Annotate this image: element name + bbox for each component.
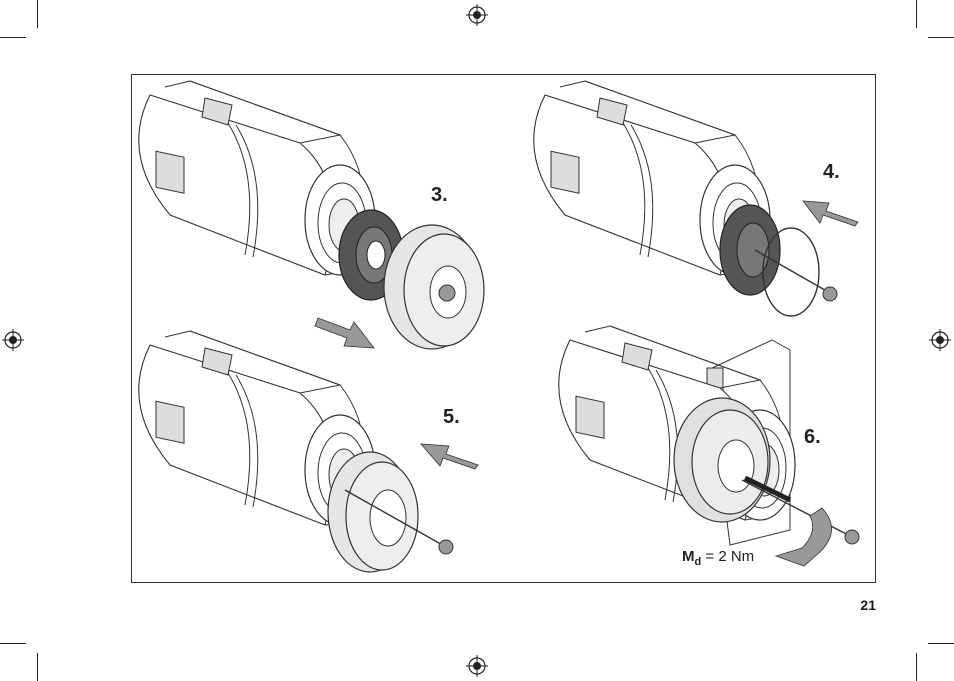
arrow-icon: [421, 444, 478, 469]
step-5-label: 5.: [443, 406, 460, 429]
page-number: 21: [860, 597, 876, 613]
torque-annotation: Md = 2 Nm: [682, 548, 754, 568]
torque-value: = 2 Nm: [705, 548, 754, 565]
torque-subscript: d: [695, 556, 702, 568]
arrow-icon: [315, 318, 374, 348]
step-4-label: 4.: [823, 161, 840, 184]
arrow-icon: [803, 201, 858, 226]
torque-symbol: M: [682, 548, 695, 565]
step-3-label: 3.: [431, 184, 448, 207]
step-6-label: 6.: [804, 426, 821, 449]
